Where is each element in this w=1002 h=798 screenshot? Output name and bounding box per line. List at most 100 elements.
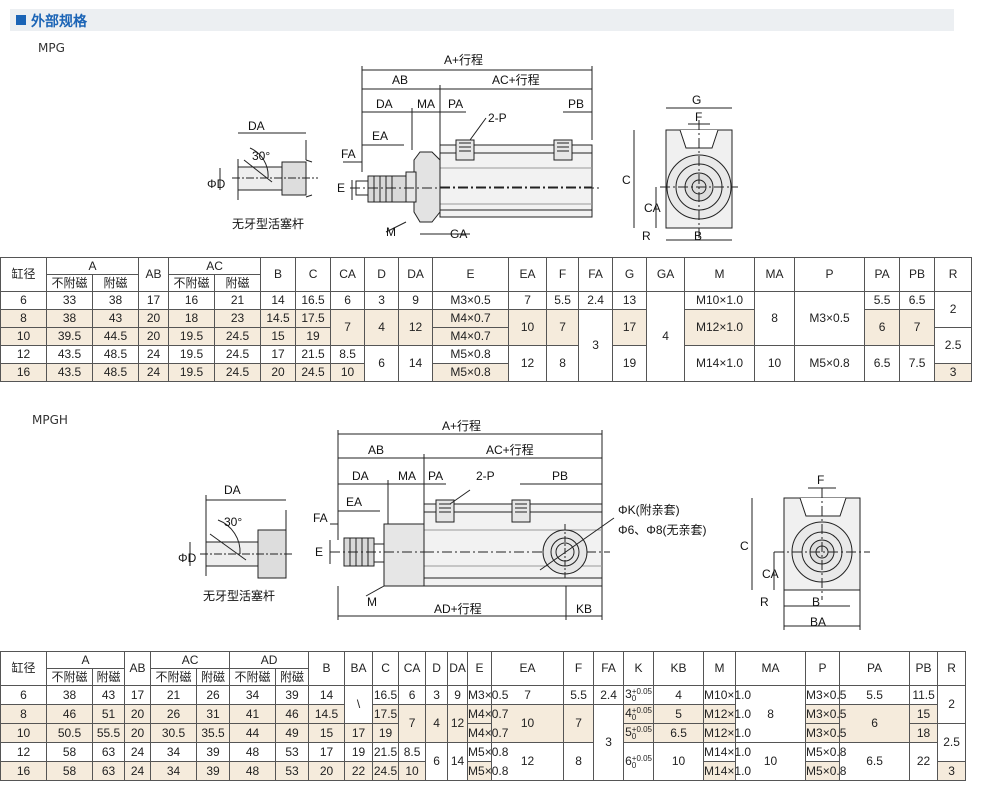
- cell: 48: [229, 742, 277, 762]
- mpg-rod-caption: 无牙型活塞杆: [232, 216, 304, 231]
- cell: 6: [0, 685, 47, 705]
- cell: 21.5: [295, 345, 332, 364]
- cell: 6: [839, 704, 911, 743]
- cell: 21: [150, 685, 198, 705]
- col-c: C: [295, 257, 332, 292]
- cell: 12: [447, 704, 469, 743]
- mpg-dim-ma: MA: [417, 97, 435, 111]
- col-d: D: [425, 651, 449, 686]
- mpg-rod-da: DA: [248, 119, 265, 133]
- col-k: K: [623, 651, 655, 686]
- col-g: G: [612, 257, 648, 292]
- cell: 23: [214, 309, 262, 328]
- col-a-nm: 不附磁: [46, 274, 93, 292]
- mpg-dim-pb: PB: [568, 97, 584, 111]
- mpg-dim-ga: GA: [450, 227, 467, 241]
- cell: 38: [91, 291, 140, 310]
- cell: 26: [150, 704, 198, 724]
- cell: M3×0.5: [794, 291, 866, 346]
- cell: 6: [330, 291, 366, 310]
- cell: 39: [196, 761, 231, 781]
- cell: M14×1.0: [703, 742, 751, 762]
- col-ac: AC: [150, 651, 231, 669]
- cell: 4: [425, 704, 449, 743]
- col-pa: PA: [864, 257, 901, 292]
- col-ea: EA: [508, 257, 548, 292]
- mpg-dim-da: DA: [376, 97, 393, 111]
- cell: 43.5: [46, 363, 93, 382]
- cell: 4: [364, 309, 400, 346]
- cell: 19: [612, 345, 648, 382]
- col-da: DA: [447, 651, 469, 686]
- cell: 6.5: [899, 291, 936, 310]
- cell: 11.5: [909, 685, 939, 705]
- mpgh-rod-da: DA: [224, 483, 241, 497]
- cell: M5×0.8: [467, 742, 508, 762]
- col-e: E: [432, 257, 510, 292]
- table-row: 16 43.5 48.5 24 19.5 24.5 20 24.5 10 M5×…: [0, 363, 973, 382]
- cell: 15: [260, 327, 297, 346]
- mpgh-dim-ea: EA: [346, 495, 362, 509]
- mpgh-dim-k1: ΦK(附亲套): [618, 503, 680, 517]
- cell: 48.5: [91, 363, 140, 382]
- cell: 48: [229, 761, 277, 781]
- col-a-m: 附磁: [91, 668, 126, 686]
- cell: 53: [275, 742, 310, 762]
- tol-dn: 0: [631, 694, 637, 703]
- cell: 8: [754, 291, 796, 346]
- mpgh-rod-deg: 30°: [224, 515, 242, 529]
- col-pa: PA: [839, 651, 911, 686]
- cell: 58: [46, 742, 93, 762]
- mpg-dim-ea: EA: [372, 129, 388, 143]
- cell: 2.4: [578, 291, 614, 310]
- cell: 12: [508, 345, 548, 382]
- section-header: 外部规格: [10, 9, 954, 31]
- mpg-dim-c: C: [622, 173, 631, 187]
- mpg-dim-f: F: [695, 110, 702, 124]
- cell: 35.5: [196, 723, 231, 743]
- cell: 18: [909, 723, 939, 743]
- tol-dn: 0: [631, 713, 637, 722]
- cell: 2.5: [937, 723, 967, 762]
- cell: M4×0.7: [467, 723, 508, 743]
- col-pb: PB: [899, 257, 936, 292]
- cell: 8: [0, 704, 47, 724]
- cell: 7: [563, 704, 595, 743]
- cell: 3: [937, 761, 967, 781]
- mpg-rod-d: ΦD: [207, 177, 226, 191]
- col-ca: CA: [330, 257, 366, 292]
- col-bore: 缸径: [0, 257, 47, 292]
- col-p: P: [794, 257, 866, 292]
- mpg-dim-2p: 2-P: [488, 111, 507, 125]
- cell: 39: [275, 685, 310, 705]
- k-value: 3: [625, 687, 632, 702]
- cell: 5.5: [864, 291, 901, 310]
- cell: 8: [0, 309, 47, 328]
- k-value: 6: [625, 753, 632, 768]
- cell: \: [344, 685, 374, 724]
- cell: 12: [398, 309, 434, 346]
- mpgh-dim-b: B: [812, 595, 820, 609]
- col-a: A: [45, 257, 140, 275]
- cell: 46: [46, 704, 93, 724]
- tol-up: +0.05: [631, 687, 653, 696]
- cell: 17.5: [295, 309, 332, 328]
- cell: 14: [260, 291, 297, 310]
- cell: 20: [124, 704, 152, 724]
- cell: 53: [275, 761, 310, 781]
- cell: 63: [91, 742, 126, 762]
- cell: 14.5: [260, 309, 297, 328]
- cell: 2: [934, 291, 973, 328]
- cell: 19: [372, 723, 400, 743]
- col-ad-m: 附磁: [275, 668, 310, 686]
- col-a-m: 附磁: [91, 274, 140, 292]
- table-row: 6 33 38 17 16 21 14 16.5 6 3 9 M3×0.5 7 …: [0, 291, 973, 382]
- cell: 14: [398, 345, 434, 382]
- cell: M5×0.8: [794, 345, 866, 382]
- cell: M5×0.8: [467, 761, 508, 781]
- col-ac-m: 附磁: [214, 274, 262, 292]
- mpg-dim-r: R: [642, 229, 651, 243]
- k-value: 5: [625, 725, 632, 740]
- col-a-nm: 不附磁: [46, 668, 93, 686]
